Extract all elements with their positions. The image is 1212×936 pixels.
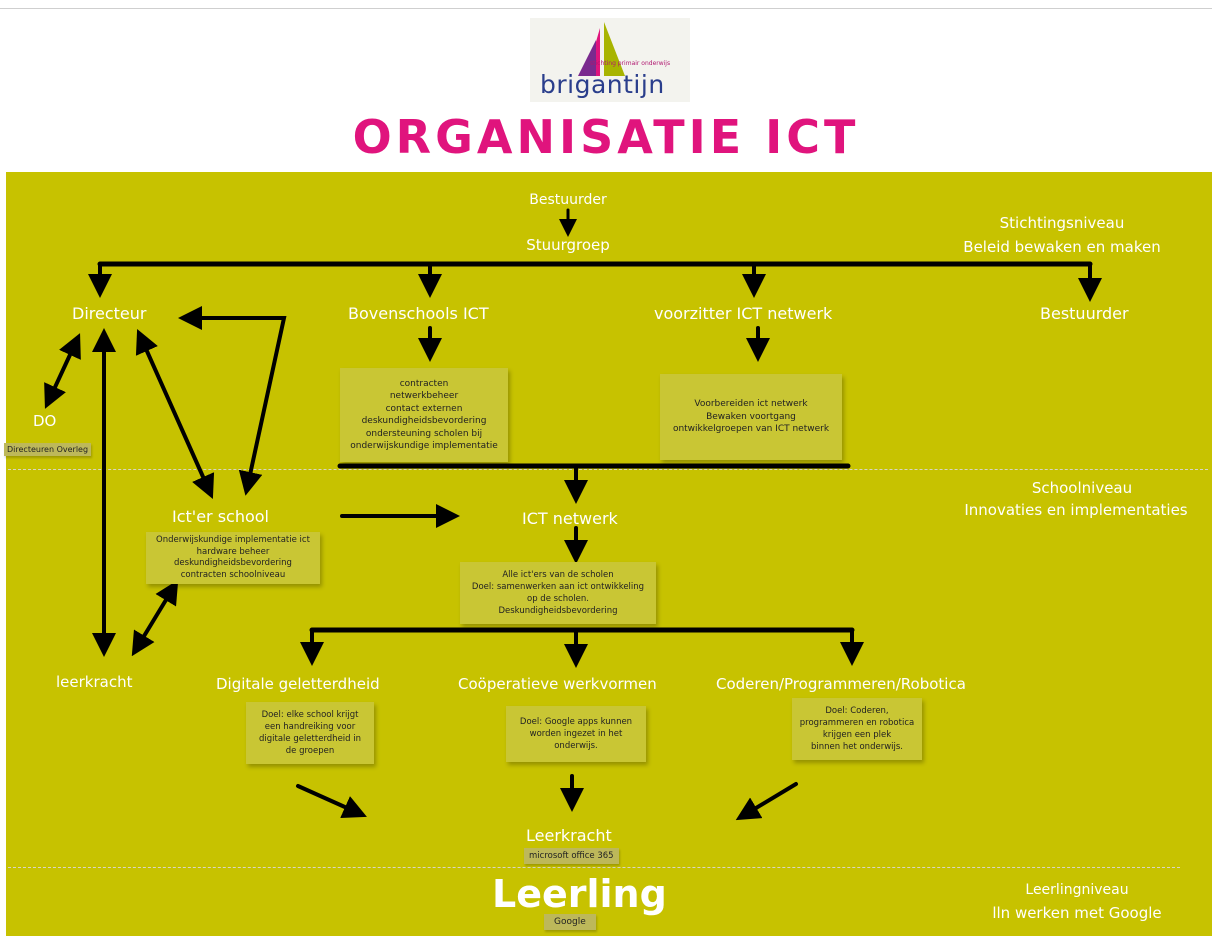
node-leerling: Leerling <box>492 872 667 916</box>
tag-microsoft-office-365: microsoft office 365 <box>524 848 619 864</box>
node-bovenschools-ict: Bovenschools ICT <box>348 304 489 323</box>
node-bestuurder-right: Bestuurder <box>1040 304 1129 323</box>
level-leerling-title: Leerlingniveau <box>1025 882 1129 898</box>
node-coderen: Coderen/Programmeren/Robotica <box>716 675 966 693</box>
brigantijn-logo: stichting primair onderwijs brigantijn <box>530 18 690 102</box>
node-voorzitter-ict-netwerk: voorzitter ICT netwerk <box>654 304 833 323</box>
logo-tagline: stichting primair onderwijs <box>590 60 671 67</box>
sail-logo-icon <box>578 22 625 76</box>
tag-directeuren-overleg: Directeuren Overleg <box>4 443 92 456</box>
node-leerkracht-left: leerkracht <box>56 673 133 691</box>
level-school-subtitle: Innovaties en implementaties <box>964 501 1188 519</box>
page-title: ORGANISATIE ICT <box>352 110 860 164</box>
level-separator <box>8 469 1208 470</box>
node-do: DO <box>33 412 57 430</box>
node-leerkracht-bottom: Leerkracht <box>526 826 612 845</box>
level-separator <box>8 867 1180 868</box>
level-school-title: Schoolniveau <box>1031 479 1133 497</box>
node-cooperatieve-werkvormen: Coöperatieve werkvormen <box>458 675 657 693</box>
top-divider <box>0 8 1212 9</box>
node-bestuurder-top: Bestuurder <box>529 192 607 208</box>
node-stuurgroep: Stuurgroep <box>526 236 610 254</box>
node-directeur: Directeur <box>72 304 147 323</box>
logo-wordmark: brigantijn <box>540 70 665 99</box>
tag-google: Google <box>544 914 596 930</box>
node-ictschool: Ict'er school <box>172 507 269 526</box>
level-stichting-subtitle: Beleid bewaken en maken <box>963 238 1161 256</box>
node-ictnetwerk: ICT netwerk <box>522 509 618 528</box>
level-leerling-subtitle: lln werken met Google <box>992 904 1162 922</box>
level-stichting-title: Stichtingsniveau <box>999 214 1125 232</box>
node-digitale-geletterdheid: Digitale geletterdheid <box>216 675 380 693</box>
